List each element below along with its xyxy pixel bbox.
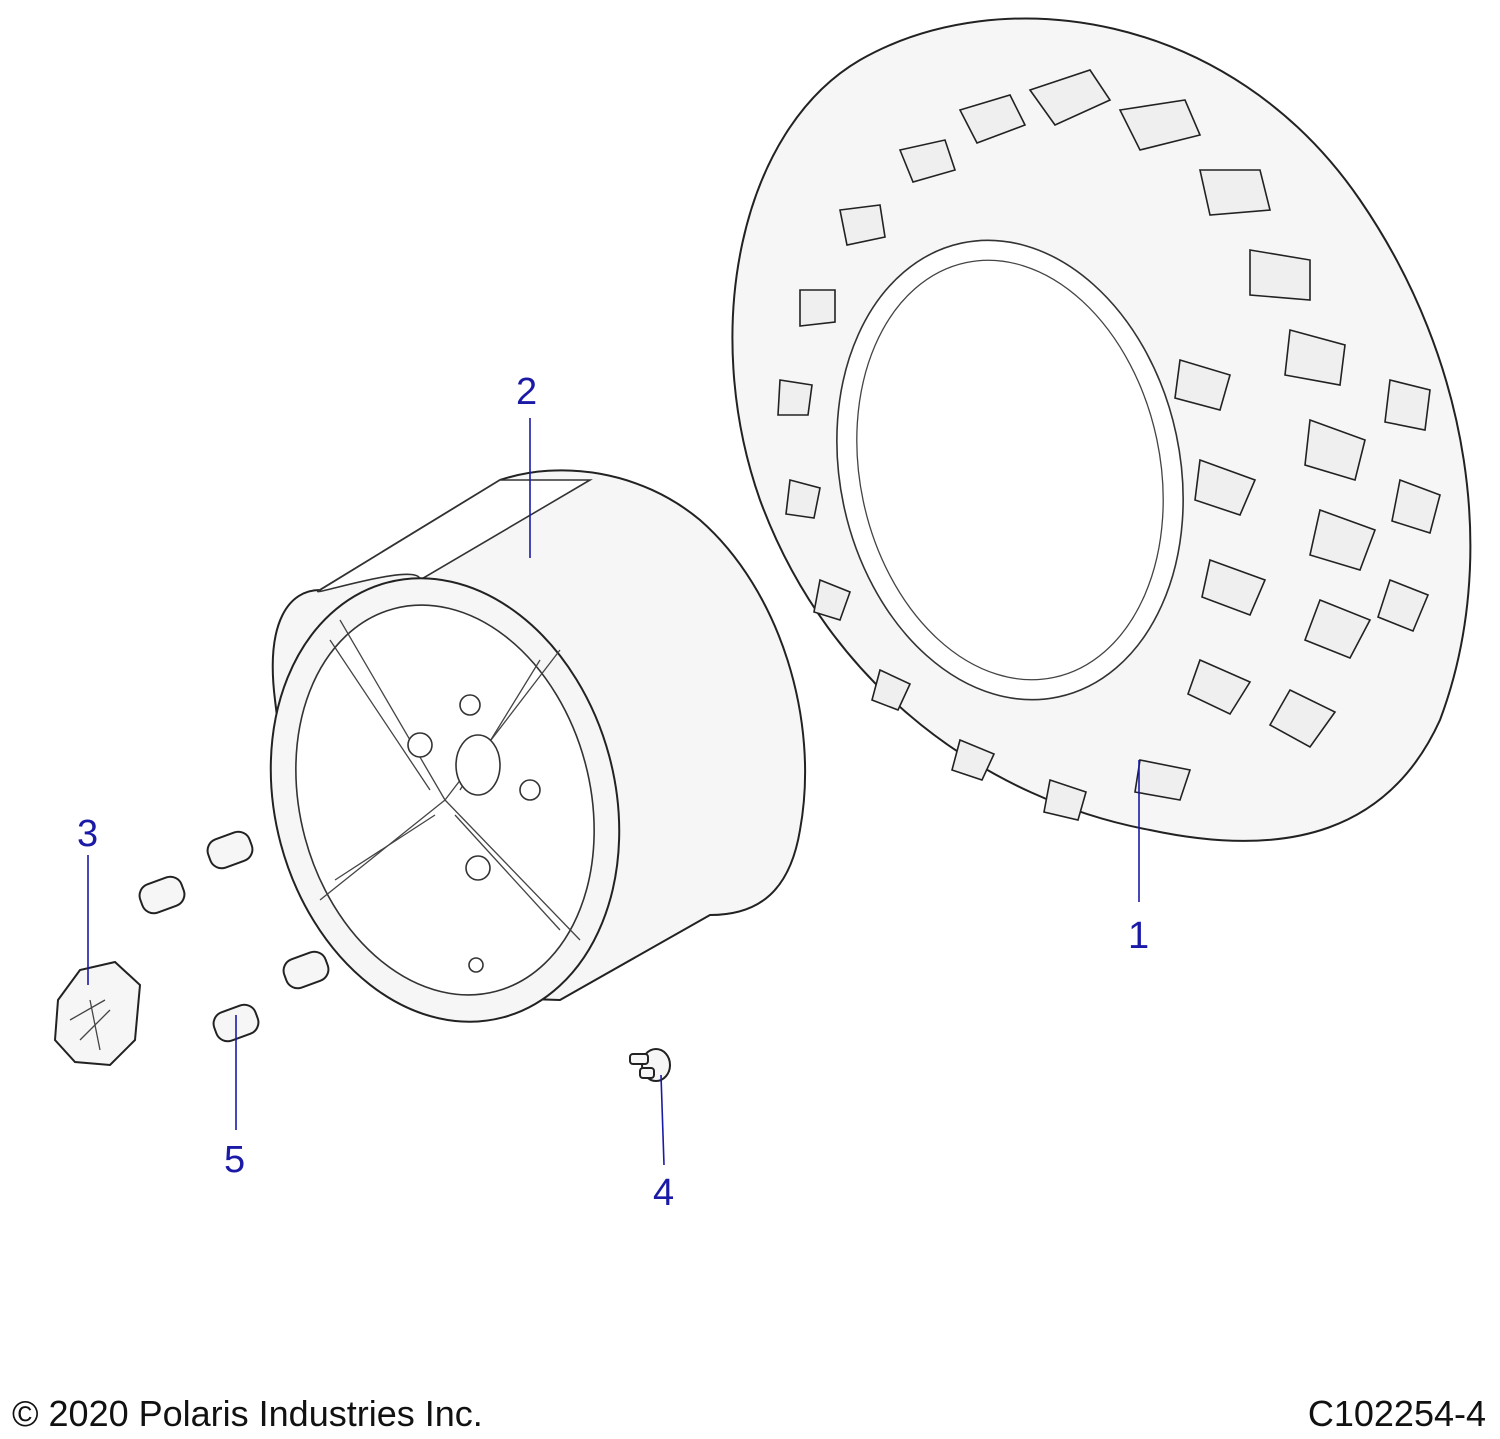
- callout-5: 5: [224, 1139, 245, 1181]
- wheel-rim: [269, 469, 807, 1023]
- tire-tread: [777, 69, 1441, 821]
- callout-2: 2: [516, 371, 537, 413]
- valve-stem: [629, 1048, 671, 1082]
- callout-3: 3: [77, 813, 98, 855]
- callout-4: 4: [653, 1172, 674, 1214]
- copyright-notice: © 2020 Polaris Industries Inc.: [12, 1393, 483, 1434]
- center-cap: [53, 960, 142, 1067]
- tire: [731, 17, 1472, 842]
- figure-id: C102254-4: [1307, 1393, 1486, 1434]
- lug-nuts: [138, 830, 330, 1043]
- callout-1: 1: [1128, 915, 1149, 957]
- leader-4: [660, 1074, 665, 1166]
